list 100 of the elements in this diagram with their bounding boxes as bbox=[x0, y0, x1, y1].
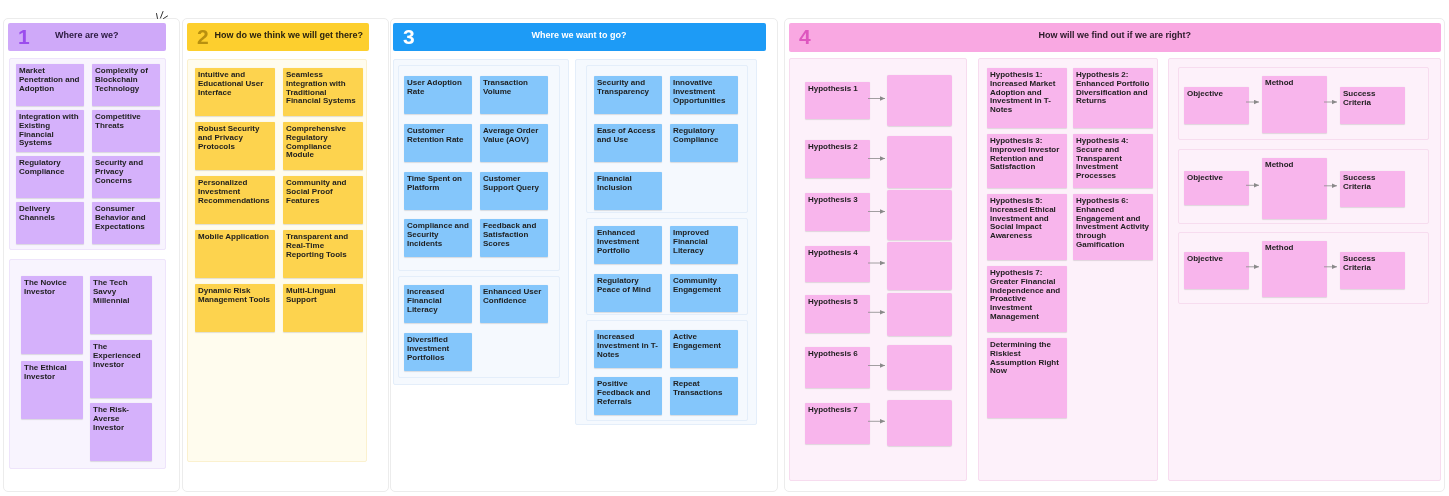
sticky-note bbox=[1073, 134, 1153, 188]
note-title: Complexity of Blockchain Technology bbox=[95, 67, 149, 94]
sticky-note bbox=[805, 140, 870, 178]
note-title: Hypothesis 1: Increased Market Adoption and Investment in T-Notes bbox=[990, 71, 1057, 115]
note-title: Increased Investment in T-Notes bbox=[597, 333, 659, 360]
section-frame bbox=[3, 18, 180, 492]
sticky-note bbox=[805, 347, 870, 388]
sticky-note bbox=[283, 176, 363, 224]
sticky-note bbox=[21, 276, 83, 354]
sticky-note bbox=[90, 403, 152, 461]
note-title: Personalized Investment Recommendations bbox=[198, 179, 271, 206]
group-panel bbox=[187, 59, 367, 462]
note-title: Method bbox=[1265, 161, 1294, 170]
sticky-note bbox=[887, 345, 952, 390]
sticky-note bbox=[16, 156, 84, 198]
note-title: Hypothesis 5: Increased Ethical Investment and Social Impact Awareness bbox=[990, 197, 1057, 241]
section-number: 1 bbox=[18, 25, 30, 49]
note-title: Intuitive and Educational User Interface bbox=[198, 71, 265, 98]
group-panel bbox=[1178, 232, 1429, 304]
note-title: Enhanced User Confidence bbox=[483, 288, 543, 306]
note-title: Increased Financial Literacy bbox=[407, 288, 446, 315]
note-title: Hypothesis 2: Enhanced Portfolio Diversification and Returns bbox=[1076, 71, 1150, 107]
sticky-note bbox=[480, 124, 548, 162]
note-title: The Tech Savvy Millennial bbox=[93, 279, 131, 306]
note-title: Regulatory Compliance bbox=[673, 127, 720, 145]
note-title: Hypothesis 4 bbox=[808, 249, 858, 258]
note-title: The Ethical Investor bbox=[24, 364, 68, 382]
note-title: Delivery Channels bbox=[19, 205, 56, 223]
note-title: Active Engagement bbox=[673, 333, 722, 351]
note-title: Diversified Investment Portfolios bbox=[407, 336, 451, 363]
sticky-note bbox=[670, 76, 738, 114]
note-title: Hypothesis 6 bbox=[808, 350, 858, 359]
sticky-note bbox=[1184, 171, 1249, 205]
sticky-note bbox=[887, 136, 952, 188]
note-title: Transparent and Real-Time Reporting Tools bbox=[286, 233, 350, 260]
group-panel bbox=[1178, 67, 1429, 140]
note-title: Comprehensive Regulatory Compliance Module bbox=[286, 125, 348, 161]
sticky-note bbox=[594, 76, 662, 114]
sticky-note bbox=[805, 246, 870, 282]
sticky-note bbox=[404, 76, 472, 114]
sticky-note bbox=[16, 64, 84, 106]
sticky-note bbox=[670, 330, 738, 368]
sticky-note bbox=[195, 284, 275, 332]
note-title: Hypothesis 3: Improved Investor Retention and Satisfaction bbox=[990, 137, 1061, 173]
section-number: 4 bbox=[799, 25, 811, 49]
sticky-note bbox=[16, 202, 84, 244]
note-title: Improved Financial Literacy bbox=[673, 229, 710, 256]
sticky-note bbox=[805, 295, 870, 333]
note-title: Community Engagement bbox=[673, 277, 722, 295]
note-title: Time Spent on Platform bbox=[407, 175, 463, 193]
note-title: Repeat Transactions bbox=[673, 380, 724, 398]
sticky-note bbox=[887, 293, 952, 336]
note-title: Method bbox=[1265, 79, 1294, 88]
note-title: Enhanced Investment Portfolio bbox=[597, 229, 641, 256]
note-title: The Novice Investor bbox=[24, 279, 68, 297]
group-panel bbox=[1178, 149, 1429, 224]
sticky-note bbox=[480, 76, 548, 114]
group-panel bbox=[9, 259, 166, 469]
sticky-note bbox=[670, 124, 738, 162]
note-title: Community and Social Proof Features bbox=[286, 179, 348, 206]
note-title: Robust Security and Privacy Protocols bbox=[198, 125, 261, 152]
sticky-note bbox=[404, 219, 472, 257]
sticky-note bbox=[1073, 194, 1153, 260]
note-title: Positive Feedback and Referrals bbox=[597, 380, 652, 407]
sticky-note bbox=[1340, 252, 1405, 289]
section-frame bbox=[784, 18, 1445, 492]
sticky-note bbox=[594, 172, 662, 210]
sticky-note bbox=[987, 194, 1067, 260]
sticky-note bbox=[480, 172, 548, 210]
note-title: Hypothesis 7 bbox=[808, 406, 858, 415]
group-panel bbox=[575, 59, 757, 425]
note-title: Success Criteria bbox=[1343, 174, 1377, 192]
sticky-note bbox=[195, 68, 275, 116]
sticky-note bbox=[283, 68, 363, 116]
section-number: 3 bbox=[403, 25, 415, 49]
note-title: Financial Inclusion bbox=[597, 175, 634, 193]
group-panel bbox=[1168, 58, 1441, 481]
sticky-note bbox=[594, 226, 662, 264]
note-title: Customer Retention Rate bbox=[407, 127, 465, 145]
note-title: Market Penetration and Adoption bbox=[19, 67, 81, 94]
group-panel bbox=[398, 276, 560, 378]
section-title: Where are we? bbox=[55, 30, 119, 41]
section-number: 2 bbox=[197, 25, 209, 49]
sticky-note bbox=[404, 285, 472, 323]
sticky-note bbox=[670, 274, 738, 312]
sticky-note bbox=[480, 285, 548, 323]
sticky-note bbox=[283, 122, 363, 170]
sticky-note bbox=[1340, 87, 1405, 124]
sticky-note bbox=[404, 333, 472, 371]
sticky-note bbox=[805, 403, 870, 444]
note-title: Hypothesis 2 bbox=[808, 143, 858, 152]
note-title: Feedback and Satisfaction Scores bbox=[483, 222, 538, 249]
note-title: Seamless Integration with Traditional Financial Systems bbox=[286, 71, 357, 107]
note-title: Compliance and Security Incidents bbox=[407, 222, 469, 249]
note-title: Objective bbox=[1187, 90, 1223, 99]
section-title: How will we find out if we are right? bbox=[1038, 30, 1191, 41]
sticky-note bbox=[670, 377, 738, 415]
sticky-note bbox=[90, 340, 152, 398]
sticky-note bbox=[594, 330, 662, 368]
sticky-note bbox=[480, 219, 548, 257]
